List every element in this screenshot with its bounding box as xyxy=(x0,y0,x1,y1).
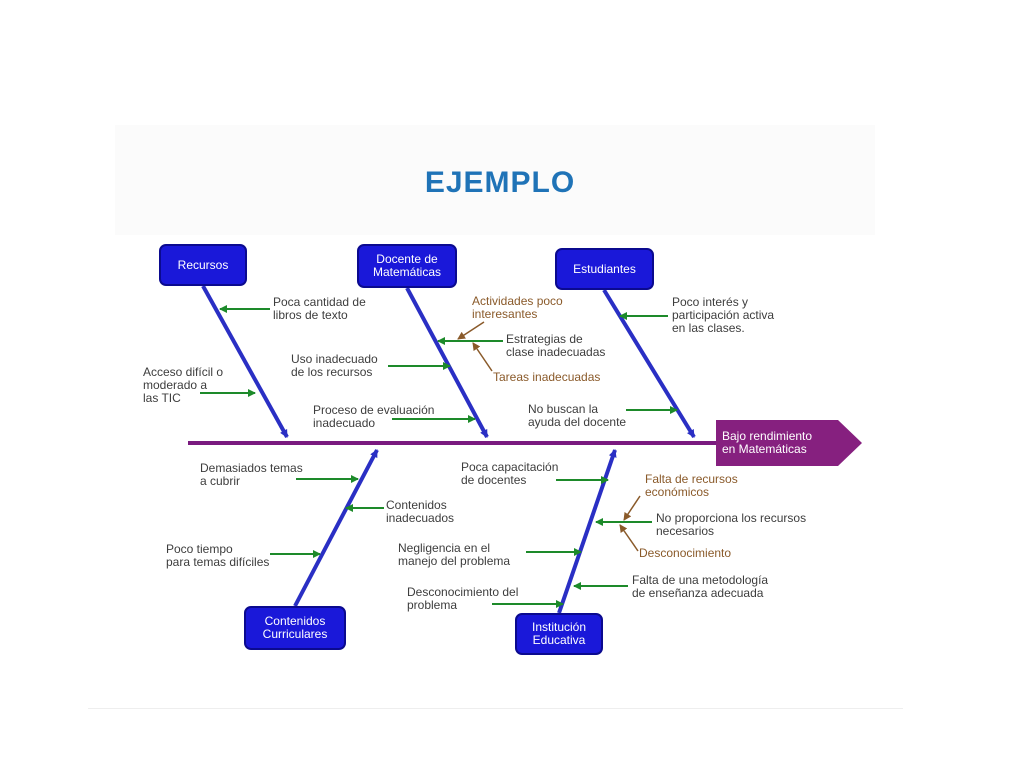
cause-capacitacion: Poca capacitación de docentes xyxy=(461,460,559,487)
arrow-actividades xyxy=(457,321,485,340)
cause-tareas: Tareas inadecuadas xyxy=(493,370,601,384)
cause-proporciona: No proporciona los recursos necesarios xyxy=(656,511,807,538)
cause-tic: Acceso difícil o moderado a las TIC xyxy=(143,365,224,405)
bone-contenidos xyxy=(293,449,379,607)
cause-evaluacion: Proceso de evaluación inadecuado xyxy=(313,403,435,430)
effect-head xyxy=(716,420,862,466)
bottom-divider xyxy=(88,708,903,709)
cause-tiempo: Poco tiempo para temas difíciles xyxy=(166,542,270,569)
title-panel xyxy=(115,125,875,235)
effect-label: Bajo rendimiento en Matemáticas xyxy=(722,429,813,456)
category-docente: Docente de Matemáticas xyxy=(357,244,457,288)
cause-ayuda: No buscan la ayuda del docente xyxy=(528,402,627,429)
cause-interes: Poco interés y participación activa en l… xyxy=(672,295,775,335)
cause-contenidos: Contenidos inadecuados xyxy=(386,498,455,525)
arrow-tareas xyxy=(472,342,493,372)
bone-recursos xyxy=(201,285,289,438)
category-estudiantes: Estudiantes xyxy=(555,248,654,290)
cause-falta-recursos: Falta de recursos económicos xyxy=(645,472,738,499)
arrow-falta-recursos xyxy=(623,495,641,521)
arrow-desconocimiento xyxy=(619,524,639,552)
category-recursos: Recursos xyxy=(159,244,247,286)
cause-desconocimiento-problema: Desconocimiento del problema xyxy=(407,585,519,612)
cause-uso: Uso inadecuado de los recursos xyxy=(291,352,378,379)
category-contenidos: Contenidos Curriculares xyxy=(244,606,346,650)
cause-actividades: Actividades poco interesantes xyxy=(472,294,563,321)
category-institucion: Institución Educativa xyxy=(515,613,603,655)
cause-estrategias: Estrategias de clase inadecuadas xyxy=(506,332,606,359)
cause-negligencia: Negligencia en el manejo del problema xyxy=(398,541,511,568)
page-title: EJEMPLO xyxy=(424,166,576,199)
cause-desconocimiento: Desconocimiento xyxy=(639,546,732,560)
bone-institucion xyxy=(557,449,617,614)
cause-libros: Poca cantidad de libros de texto xyxy=(273,295,366,322)
cause-metodologia: Falta de una metodología de enseñanza ad… xyxy=(632,573,769,600)
cause-temas: Demasiados temas a cubrir xyxy=(200,461,303,488)
